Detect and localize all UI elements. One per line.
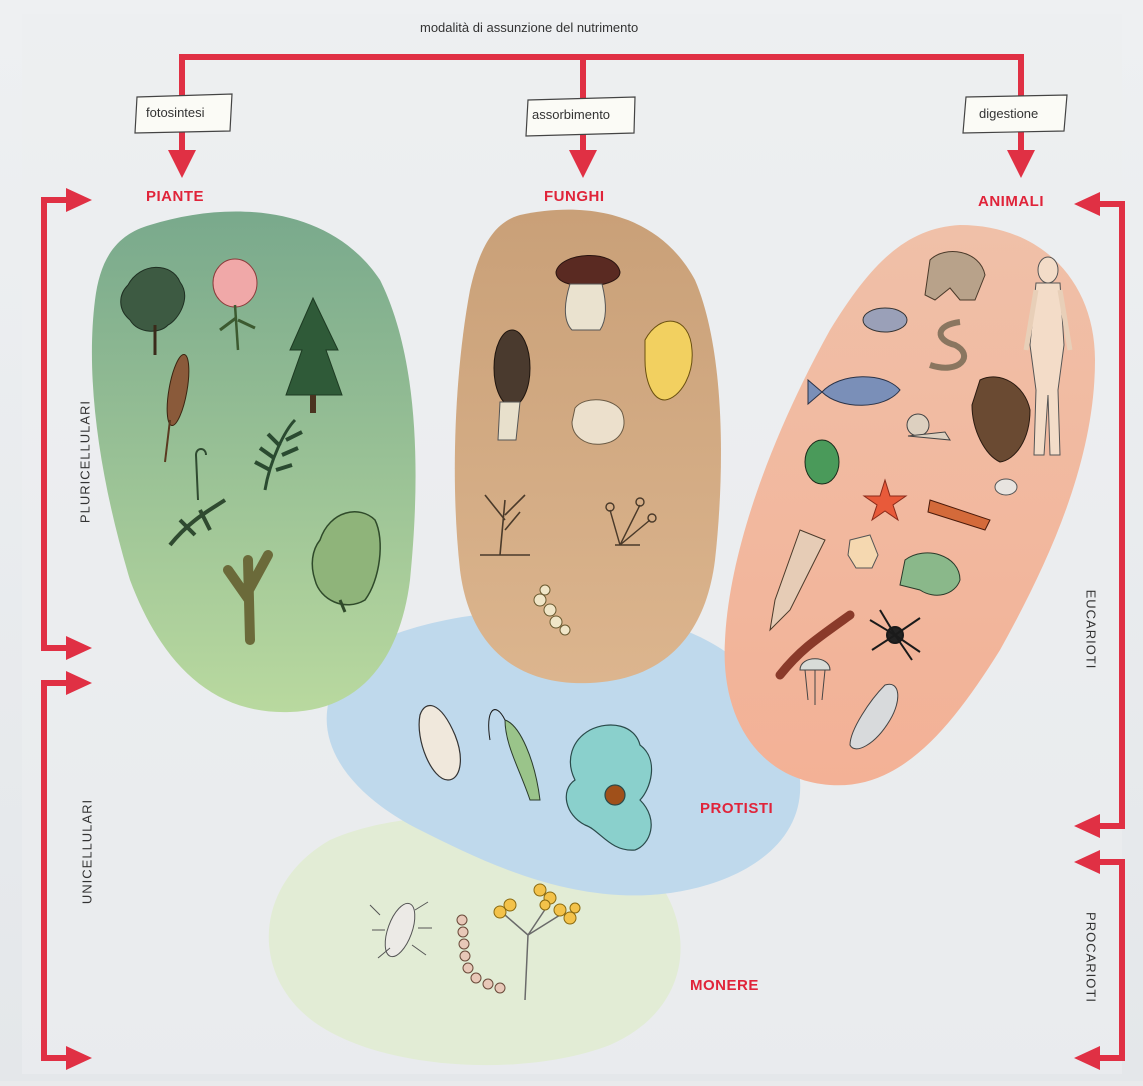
tag-digestione: digestione [979, 106, 1038, 121]
mouse-illustration [863, 308, 907, 332]
label-eucarioti: EUCARIOTI [1084, 580, 1099, 680]
tag-assorbimento: assorbimento [532, 107, 610, 122]
beetle-illustration [805, 440, 839, 484]
tag-fotosintesi: fotosintesi [146, 105, 205, 120]
label-procarioti: PROCARIOTI [1084, 903, 1099, 1013]
kingdom-monere: MONERE [690, 977, 759, 994]
puffball-illustration [572, 400, 624, 445]
kingdom-animali: ANIMALI [978, 193, 1044, 210]
label-pluricellulari: PLURICELLULARI [78, 397, 93, 527]
kingdom-funghi: FUNGHI [544, 188, 605, 205]
label-unicellulari: UNICELLULARI [80, 792, 95, 912]
kingdom-piante: PIANTE [146, 188, 204, 205]
diagram-title: modalità di assunzione del nutrimento [420, 20, 638, 35]
clam-illustration [995, 479, 1017, 495]
kingdom-protisti: PROTISTI [700, 800, 773, 817]
